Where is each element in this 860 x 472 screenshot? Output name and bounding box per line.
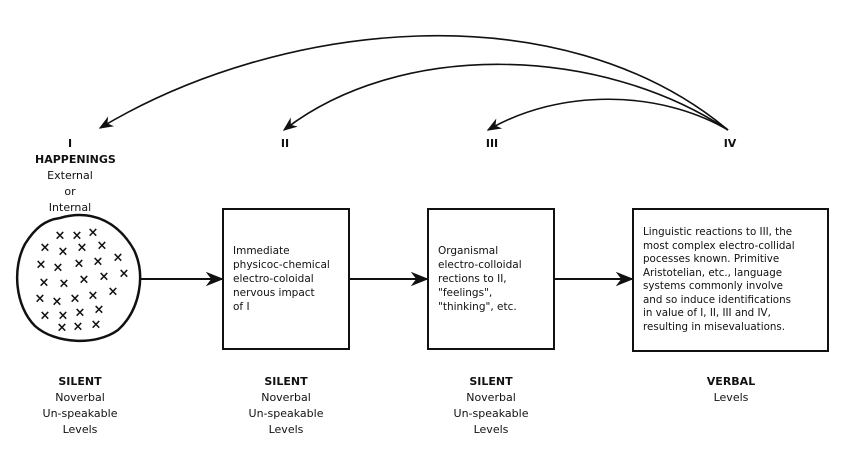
level-i-footer: SILENT Noverbal Un-speakable Levels — [25, 374, 135, 438]
x-mark: × — [88, 226, 99, 241]
level-i-line1: External — [47, 169, 93, 182]
level-iii-number: III — [485, 137, 499, 150]
footer-title: SILENT — [469, 375, 513, 388]
level-ii-text-line: Immediate — [233, 245, 290, 257]
footer-line: Noverbal — [261, 391, 311, 404]
footer-line: Levels — [713, 391, 749, 404]
arc-iv-to-ii — [282, 63, 729, 131]
x-mark: × — [97, 239, 108, 254]
level-iii-text: Organismal electro-colloidal rections to… — [438, 244, 522, 314]
level-iii-text-line: rections to II, — [438, 273, 507, 285]
x-mark: × — [79, 273, 90, 288]
x-mark: × — [40, 309, 51, 324]
level-iv-footer: VERBAL Levels — [676, 374, 786, 406]
arc-iv-to-i — [98, 34, 729, 131]
x-mark: × — [40, 241, 51, 256]
footer-title: SILENT — [264, 375, 308, 388]
x-mark: × — [77, 241, 88, 256]
level-iv-text-line: pocesses known. Primitive — [643, 253, 780, 265]
level-ii-text: Immediate physicoc-chemical electro-colo… — [233, 244, 330, 314]
x-mark: × — [99, 270, 110, 285]
level-iv-text-line: in value of I, II, III and IV, — [643, 307, 771, 319]
x-mark: × — [108, 285, 119, 300]
x-mark: × — [93, 255, 104, 270]
level-ii-text-line: nervous impact — [233, 287, 315, 299]
x-mark: × — [119, 267, 130, 282]
x-mark: × — [52, 295, 63, 310]
level-iv-text: Linguistic reactions to III, the most co… — [643, 226, 795, 334]
level-ii-footer: SILENT Noverbal Un-speakable Levels — [231, 374, 341, 438]
level-iii-header: III — [474, 136, 510, 152]
footer-title: VERBAL — [706, 375, 756, 388]
level-ii-box: Immediate physicoc-chemical electro-colo… — [222, 208, 350, 350]
x-mark: × — [35, 292, 46, 307]
level-iv-text-line: most complex electro-collidal — [643, 239, 795, 252]
level-iv-box: Linguistic reactions to III, the most co… — [632, 208, 829, 352]
x-mark: × — [58, 309, 69, 324]
level-ii-number: II — [280, 137, 290, 150]
level-iv-text-line: systems commonly involve — [643, 280, 784, 292]
level-ii-text-line: electro-coloidal — [233, 273, 314, 285]
level-iii-text-line: "feelings", — [438, 287, 493, 299]
x-mark: × — [53, 261, 64, 276]
footer-line: Un-speakable — [248, 407, 324, 420]
level-iv-text-line: and so induce identifications — [643, 293, 792, 306]
x-mark: × — [88, 289, 99, 304]
level-iv-text-line: Linguistic reactions to III, the — [643, 226, 793, 238]
x-mark: × — [70, 292, 81, 307]
level-iii-text-line: electro-colloidal — [438, 259, 522, 271]
level-i-number: I — [67, 137, 73, 150]
footer-title: SILENT — [58, 375, 102, 388]
x-mark: × — [91, 318, 102, 333]
level-i-line2: or — [64, 185, 76, 198]
x-mark: × — [74, 257, 85, 272]
level-ii-header: II — [270, 136, 300, 152]
footer-line: Un-speakable — [42, 407, 118, 420]
footer-line: Levels — [62, 423, 98, 436]
footer-line: Levels — [268, 423, 304, 436]
blob-x-marks: ××××××××××××××××××××××××××××× — [35, 226, 130, 336]
level-iii-box: Organismal electro-colloidal rections to… — [427, 208, 555, 350]
x-mark: × — [36, 258, 47, 273]
level-iv-number: IV — [723, 137, 737, 150]
x-mark: × — [39, 276, 50, 291]
footer-line: Levels — [473, 423, 509, 436]
x-mark: × — [59, 277, 70, 292]
level-i-header: I HAPPENINGS External or Internal — [35, 136, 116, 216]
x-mark: × — [94, 303, 105, 318]
x-mark: × — [113, 251, 124, 266]
x-mark: × — [72, 229, 83, 244]
x-mark: × — [55, 229, 66, 244]
level-iii-footer: SILENT Noverbal Un-speakable Levels — [436, 374, 546, 438]
footer-line: Un-speakable — [453, 407, 529, 420]
level-iv-header: IV — [712, 136, 748, 152]
level-iv-text-line: Aristotelian, etc., language — [643, 266, 783, 279]
level-ii-text-line: of I — [233, 301, 250, 313]
level-i-line3: Internal — [48, 201, 92, 214]
level-i-title: HAPPENINGS — [35, 153, 116, 166]
x-mark: × — [75, 306, 86, 321]
x-mark: × — [57, 321, 68, 336]
level-iv-text-line: resulting in misevaluations. — [643, 320, 786, 333]
happenings-blob — [15, 213, 142, 342]
arc-iv-to-iii — [486, 98, 729, 131]
level-iii-text-line: "thinking", etc. — [438, 301, 517, 313]
level-ii-text-line: physicoc-chemical — [233, 259, 330, 271]
x-mark: × — [58, 245, 69, 260]
footer-line: Noverbal — [55, 391, 105, 404]
x-mark: × — [73, 320, 84, 335]
footer-line: Noverbal — [466, 391, 516, 404]
level-iii-text-line: Organismal — [438, 245, 499, 257]
